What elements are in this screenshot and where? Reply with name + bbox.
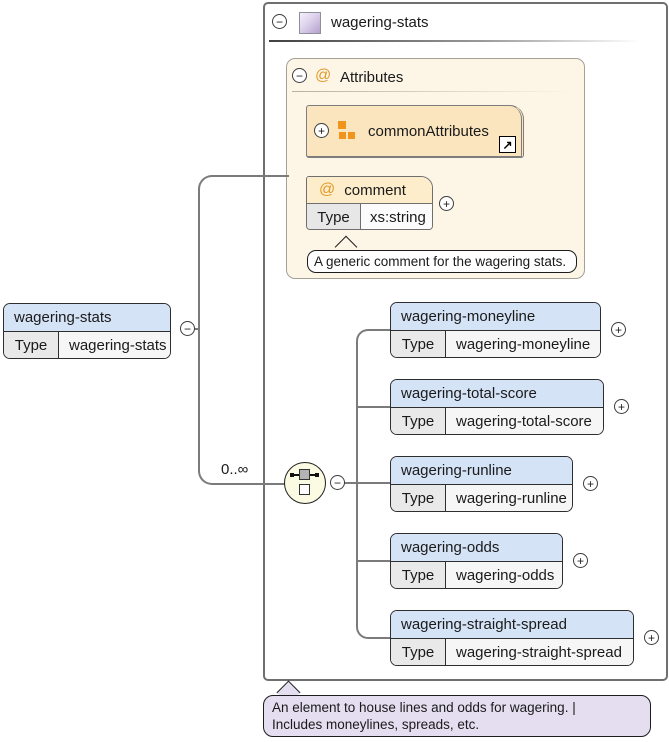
- attributes-title: Attributes: [340, 69, 404, 86]
- child-type-label: Type: [391, 485, 446, 511]
- expand-comment-button[interactable]: +: [439, 196, 454, 211]
- child-element-wagering-total-score[interactable]: wagering-total-score Type wagering-total…: [390, 379, 604, 435]
- branch-to-child-3: [346, 482, 390, 484]
- root-type-value: wagering-stats: [59, 332, 170, 358]
- expand-child-button[interactable]: +: [583, 476, 598, 491]
- collapse-root-button[interactable]: −: [180, 321, 195, 336]
- attribute-at-icon: @: [315, 67, 332, 84]
- collapse-attributes-button[interactable]: −: [292, 68, 307, 83]
- root-element-box[interactable]: wagering-stats Type wagering-stats: [3, 303, 171, 359]
- comment-attribute-box[interactable]: @ comment Type xs:string: [306, 176, 433, 230]
- occurrence-label: 0..∞: [221, 461, 249, 478]
- comment-attribute-name: comment: [344, 181, 406, 199]
- expand-child-button[interactable]: +: [644, 630, 659, 645]
- collapse-container-button[interactable]: −: [272, 14, 287, 29]
- child-type-label: Type: [391, 639, 446, 665]
- container-header: [265, 4, 666, 40]
- child-type-value: wagering-moneyline: [446, 331, 600, 357]
- child-element-name: wagering-total-score: [391, 380, 603, 408]
- child-element-wagering-runline[interactable]: wagering-runline Type wagering-runline: [390, 456, 573, 512]
- child-element-name: wagering-runline: [391, 457, 572, 485]
- goto-definition-icon[interactable]: ↗: [499, 136, 516, 153]
- connector-to-attributes: [198, 175, 289, 331]
- child-element-name: wagering-straight-spread: [391, 611, 633, 639]
- expand-child-button[interactable]: +: [573, 553, 588, 568]
- complex-type-icon: [299, 12, 321, 34]
- choice-icon: [290, 468, 319, 497]
- comment-type-label: Type: [307, 204, 361, 229]
- annotation-line-2: Includes moneylines, spreads, etc.: [272, 717, 480, 732]
- header-divider: [269, 40, 659, 42]
- child-type-value: wagering-straight-spread: [446, 639, 633, 665]
- child-element-wagering-moneyline[interactable]: wagering-moneyline Type wagering-moneyli…: [390, 302, 601, 358]
- branch-to-child-5: [356, 483, 392, 639]
- connector-line: [194, 328, 200, 330]
- child-type-label: Type: [391, 562, 446, 588]
- attributes-panel: [286, 58, 585, 279]
- child-element-wagering-odds[interactable]: wagering-odds Type wagering-odds: [390, 533, 563, 589]
- comment-documentation: A generic comment for the wagering stats…: [307, 250, 577, 273]
- annotation-line-1: An element to house lines and odds for w…: [272, 700, 576, 715]
- expand-child-button[interactable]: +: [614, 399, 629, 414]
- collapse-choice-button[interactable]: −: [330, 475, 345, 490]
- connector-to-choice: [198, 329, 288, 485]
- child-type-value: wagering-runline: [446, 485, 572, 511]
- expand-child-button[interactable]: +: [611, 322, 626, 337]
- attribute-at-icon: @: [319, 181, 336, 198]
- container-title: wagering-stats: [331, 14, 429, 31]
- attribute-group-icon: [338, 121, 355, 139]
- branch-to-child-2: [356, 406, 390, 408]
- common-attributes-label: commonAttributes: [368, 123, 489, 140]
- child-element-name: wagering-odds: [391, 534, 562, 562]
- child-type-label: Type: [391, 331, 446, 357]
- branch-to-child-4: [356, 560, 390, 562]
- root-element-name: wagering-stats: [4, 304, 170, 332]
- comment-attribute-header: @ comment: [307, 177, 432, 204]
- root-type-label: Type: [4, 332, 59, 358]
- common-attributes-box[interactable]: [306, 105, 524, 158]
- child-element-name: wagering-moneyline: [391, 303, 600, 331]
- child-type-value: wagering-total-score: [446, 408, 603, 434]
- comment-type-value: xs:string: [361, 204, 432, 229]
- child-type-label: Type: [391, 408, 446, 434]
- choice-indicator[interactable]: [284, 462, 326, 504]
- child-element-wagering-straight-spread[interactable]: wagering-straight-spread Type wagering-s…: [390, 610, 634, 666]
- attributes-divider: [292, 91, 574, 92]
- expand-common-attributes-button[interactable]: +: [314, 123, 329, 138]
- element-annotation: An element to house lines and odds for w…: [263, 695, 651, 737]
- child-type-value: wagering-odds: [446, 562, 562, 588]
